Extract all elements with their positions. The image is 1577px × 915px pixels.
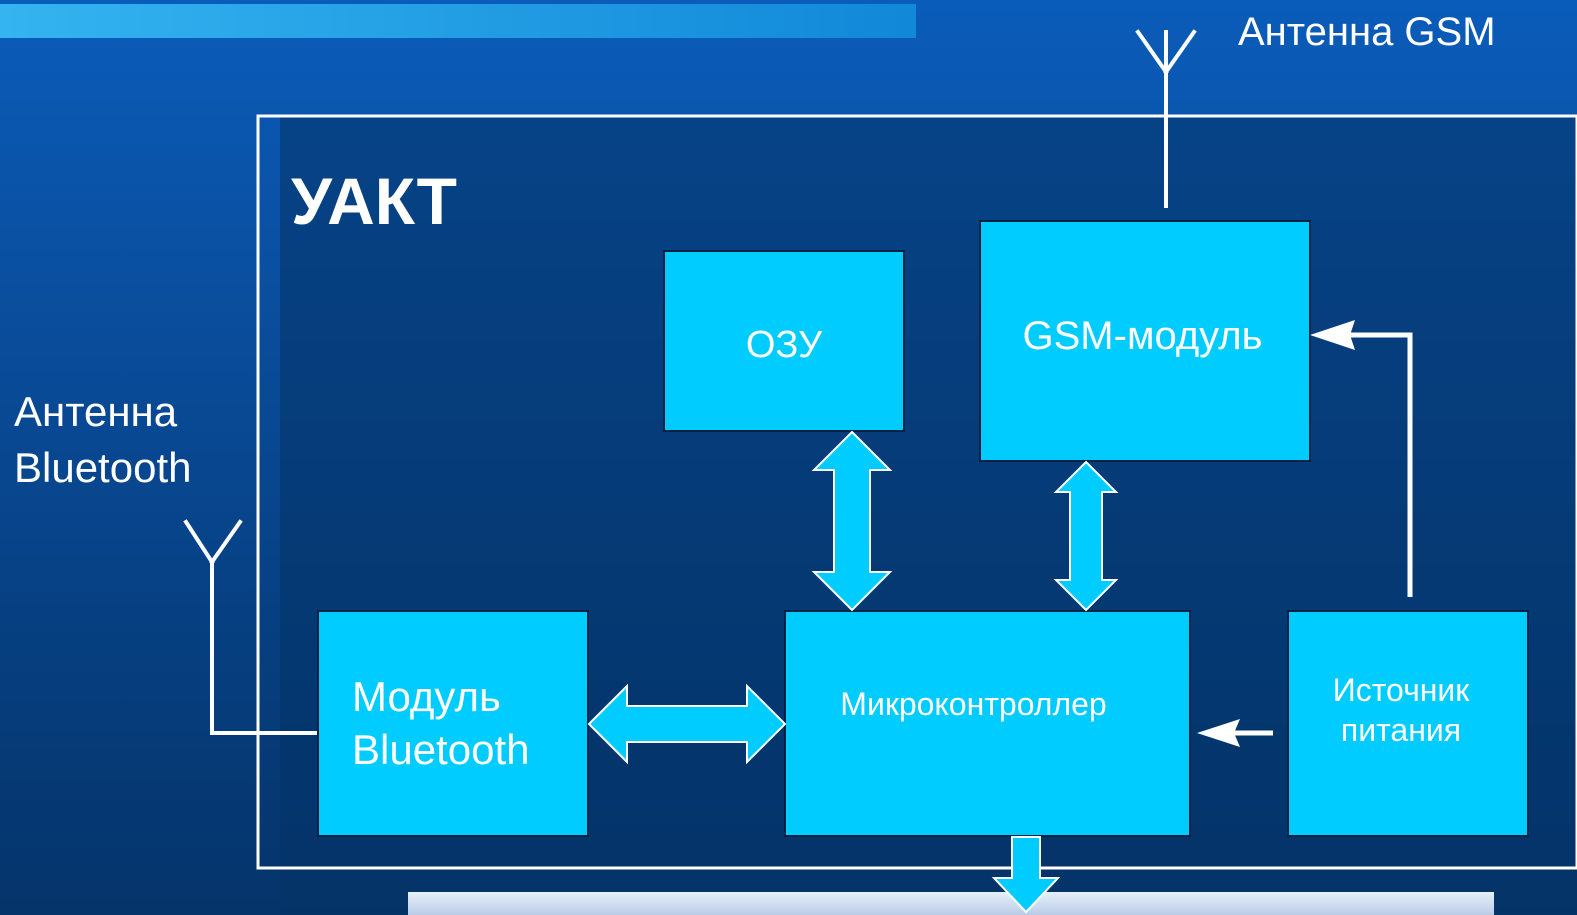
bt-mcu-arrow — [587, 683, 787, 765]
ram-label: ОЗУ — [745, 324, 823, 367]
power-gsm-link — [1310, 320, 1413, 597]
bluetooth-module-block — [317, 610, 589, 837]
bluetooth-module-label: Модуль Bluetooth — [352, 673, 530, 773]
gsm-antenna-icon — [1135, 29, 1197, 208]
ram-block — [663, 250, 905, 432]
gsm-module-block — [979, 220, 1311, 462]
mcu-output-arrow — [991, 836, 1061, 914]
gsm-mcu-arrow — [1053, 460, 1119, 612]
bottom-strip — [408, 892, 1494, 915]
diagram-title: УАКТ — [291, 164, 457, 238]
ram-mcu-arrow — [811, 430, 893, 612]
power-mcu-link — [1197, 719, 1273, 747]
gsm-antenna-label: Антенна GSM — [1238, 10, 1496, 54]
microcontroller-block — [784, 610, 1191, 837]
power-source-label: Источник питания — [1332, 672, 1470, 748]
microcontroller-label: Микроконтроллер — [840, 685, 1107, 722]
title-bar — [0, 4, 916, 38]
bluetooth-antenna-icon — [183, 519, 320, 735]
bluetooth-antenna-label: Антенна Bluetooth — [14, 388, 192, 491]
gsm-module-label: GSM-модуль — [1022, 314, 1263, 358]
power-source-block — [1287, 610, 1529, 837]
device-enclosure — [256, 114, 1577, 870]
